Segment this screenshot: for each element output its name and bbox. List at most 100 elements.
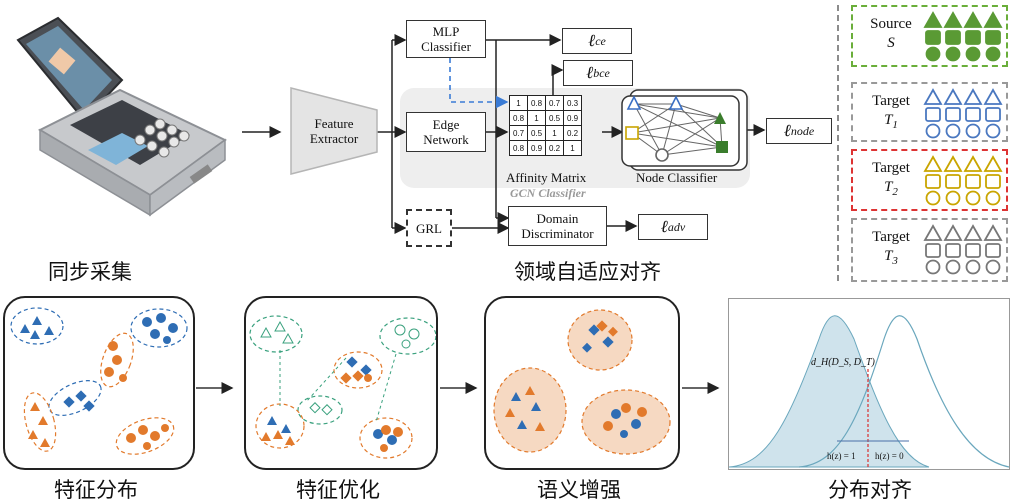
h-right-label: h(z) = 0 xyxy=(875,451,904,461)
square-icon xyxy=(925,243,941,258)
triangle-icon xyxy=(963,224,983,241)
square-icon xyxy=(945,243,961,258)
matrix-cell: 1 xyxy=(545,125,564,141)
domain-shapes xyxy=(923,155,1003,206)
circle-icon xyxy=(945,123,961,139)
square-icon xyxy=(985,174,1001,189)
circle-icon xyxy=(945,190,961,206)
triangle-icon xyxy=(983,224,1003,241)
matrix-cell: 0.7 xyxy=(545,95,564,111)
square-icon xyxy=(965,174,981,189)
circle-icon xyxy=(985,46,1001,62)
domain-shapes xyxy=(923,224,1003,275)
matrix-cell: 1 xyxy=(527,110,546,126)
matrix-cell: 0.8 xyxy=(527,95,546,111)
feature-distribution-panel xyxy=(3,296,195,470)
square-icon xyxy=(945,107,961,122)
square-icon xyxy=(985,243,1001,258)
gcn-classifier-label: GCN Classifier xyxy=(510,186,586,200)
square-icon xyxy=(925,174,941,189)
domain-symbol: T3 xyxy=(884,248,898,267)
circle-icon xyxy=(945,259,961,275)
triangle-icon xyxy=(983,88,1003,105)
triangle-icon xyxy=(983,11,1003,28)
square-icon xyxy=(965,243,981,258)
domain-symbol: S xyxy=(887,35,895,51)
domain-shapes xyxy=(923,11,1003,62)
matrix-cell: 0.5 xyxy=(545,110,564,126)
domain-name: Target xyxy=(872,229,910,245)
edge-network-box: Edge Network xyxy=(406,112,486,152)
feature-extractor: Feature Extractor xyxy=(309,116,359,146)
mlp-classifier-box: MLP Classifier xyxy=(406,20,486,58)
triangle-icon xyxy=(983,155,1003,172)
caption-semantic-enhancement: 语义增强 xyxy=(537,478,621,502)
square-icon xyxy=(925,30,941,45)
circle-icon xyxy=(965,46,981,62)
semantic-enhancement-panel xyxy=(484,296,680,470)
distribution-alignment-plot: d_H(D_S, D_T) h(z) = 1 h(z) = 0 xyxy=(728,298,1010,470)
circle-icon xyxy=(925,190,941,206)
circle-icon xyxy=(985,190,1001,206)
matrix-cell: 0.9 xyxy=(563,110,582,126)
affinity-matrix-label: Affinity Matrix xyxy=(506,170,587,185)
square-icon xyxy=(965,30,981,45)
acquisition-device-image xyxy=(0,0,230,230)
triangle-icon xyxy=(963,155,983,172)
circle-icon xyxy=(925,123,941,139)
circle-icon xyxy=(925,259,941,275)
triangle-icon xyxy=(963,11,983,28)
circle-icon xyxy=(965,259,981,275)
triangle-icon xyxy=(963,88,983,105)
caption-acquisition: 同步采集 xyxy=(48,260,132,284)
square-icon xyxy=(945,30,961,45)
triangle-icon xyxy=(943,88,963,105)
square-icon xyxy=(925,107,941,122)
grl-box: GRL xyxy=(406,209,452,247)
triangle-icon xyxy=(923,155,943,172)
circle-icon xyxy=(965,190,981,206)
feature-optimization-panel xyxy=(244,296,438,470)
matrix-cell: 1 xyxy=(563,140,582,156)
triangle-icon xyxy=(923,88,943,105)
matrix-cell: 0.7 xyxy=(509,125,528,141)
caption-distribution-alignment: 分布对齐 xyxy=(828,478,912,502)
square-icon xyxy=(985,30,1001,45)
node-classifier-label: Node Classifier xyxy=(636,170,718,185)
matrix-cell: 0.3 xyxy=(563,95,582,111)
matrix-cell: 0.8 xyxy=(509,110,528,126)
h-left-label: h(z) = 1 xyxy=(827,451,856,461)
caption-feature-optimization: 特征优化 xyxy=(296,478,380,502)
matrix-cell: 0.9 xyxy=(527,140,546,156)
matrix-cell: 1 xyxy=(509,95,528,111)
square-icon xyxy=(965,107,981,122)
domain-symbol: T1 xyxy=(884,112,898,131)
domain-name: Source xyxy=(870,16,912,32)
circle-icon xyxy=(985,123,1001,139)
square-icon xyxy=(985,107,1001,122)
triangle-icon xyxy=(923,11,943,28)
circle-icon xyxy=(965,123,981,139)
distance-label: d_H(D_S, D_T) xyxy=(811,357,875,368)
square-icon xyxy=(945,174,961,189)
triangle-icon xyxy=(943,224,963,241)
matrix-cell: 0.8 xyxy=(509,140,528,156)
domain-name: Target xyxy=(872,160,910,176)
triangle-icon xyxy=(923,224,943,241)
circle-icon xyxy=(945,46,961,62)
